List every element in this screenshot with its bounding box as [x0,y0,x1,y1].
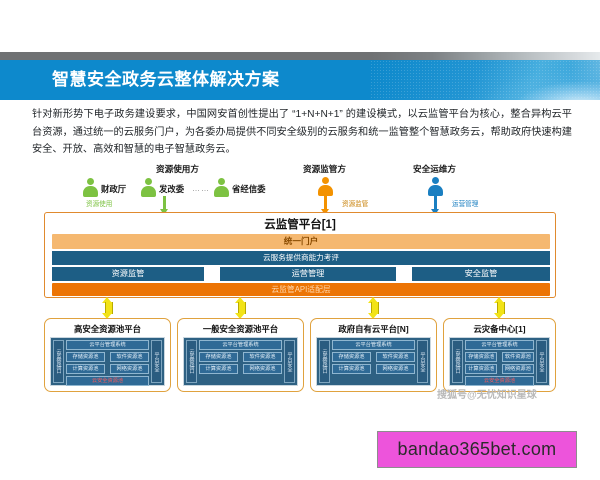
group-title-regulator: 资源监管方 [303,164,346,174]
actor-label-economy: 省经信委 [232,184,266,194]
pool-box-high-security[interactable]: 高安全资源池平台 云监管接口 平台安全 云平台管理系统 存储资源池 软件资源池 … [44,318,171,392]
pool-cell-management: 云平台管理系统 [465,340,534,350]
pool-cell-network: 网络资源池 [110,364,149,374]
watermark-text: 搜狐号@无忧知识星球 [437,390,537,401]
pool-cell-compute: 计算资源池 [66,364,105,374]
page-title: 智慧安全政务云整体解决方案 [52,70,280,89]
person-icon-consumer-2 [141,178,156,197]
person-icon-operator [428,177,443,196]
pool-cell-network: 网络资源池 [243,364,282,374]
pool-box-disaster-recovery[interactable]: 云灾备中心[1] 云监管接口 平台安全 云平台管理系统 存储资源池 软件资源池 … [443,318,556,392]
flow-label-resource-supervision: 资源监管 [342,201,369,208]
person-icon-consumer-3 [214,178,229,197]
flow-label-resource-use: 资源使用 [86,201,113,208]
intro-paragraph: 针对新形势下电子政务建设要求，中国网安首创性提出了 “1+N+N+1” 的建设模… [32,109,572,155]
pool-title: 一般安全资源池平台 [202,324,279,334]
flow-label-operation-management: 运营管理 [452,201,479,208]
pool-box-general-security[interactable]: 一般安全资源池平台 云监管接口 平台安全 云平台管理系统 存储资源池 软件资源池… [177,318,304,392]
pool-cell-network: 网络资源池 [376,364,415,374]
platform-unified-portal-bar[interactable]: 统一门户 [52,234,550,249]
pool-inner: 云监管接口 平台安全 云平台管理系统 存储资源池 软件资源池 计算资源池 网络资… [316,337,431,386]
pool-left-label: 云监管接口 [319,340,330,383]
pool-right-label: 平台安全 [284,340,295,383]
pool-cell-storage: 存储资源池 [332,352,371,362]
pool-cell-storage: 存储资源池 [465,352,498,362]
banner-dot-texture [370,60,600,100]
connector-arrow-pool-3 [368,297,379,319]
pool-right-label: 平台安全 [151,340,162,383]
platform-column-security-supervision[interactable]: 安全监管 [412,267,550,281]
pool-left-label: 云监管接口 [452,340,463,383]
platform-column-operation-management[interactable]: 运营管理 [220,267,396,281]
cloud-supervision-platform: 云监管平台[1] 统一门户 云服务提供商能力考评 资源监管 运营管理 安全监管 … [44,212,556,298]
pool-title: 政府自有云平台[N] [338,324,409,334]
actor-ellipsis: …… [192,184,210,193]
actor-label-ndrc: 发改委 [159,184,185,194]
pool-core: 云平台管理系统 存储资源池 软件资源池 计算资源池 网络资源池 [332,340,415,383]
pool-left-label: 云监管接口 [53,340,64,383]
pool-cell-software: 软件资源池 [501,352,534,362]
pool-cell-management: 云平台管理系统 [66,340,149,350]
pool-left-label: 云监管接口 [186,340,197,383]
connector-arrow-pool-2 [235,297,246,319]
title-banner [0,60,600,100]
pool-cell-management: 云平台管理系统 [332,340,415,350]
pool-cell-network: 网络资源池 [501,364,534,374]
group-title-consumer: 资源使用方 [156,164,199,174]
pool-cell-storage: 存储资源池 [199,352,238,362]
pool-core: 云平台管理系统 存储资源池 软件资源池 计算资源池 网络资源池 云安全资源池 [66,340,149,386]
actor-row: 资源使用方 财政厅 发改委 …… 省经信委 资源使用 资源监管方 资源监管 安全… [0,163,600,218]
connector-arrow-pool-4 [494,297,505,319]
pool-cell-software: 软件资源池 [110,352,149,362]
top-gray-strip [0,52,600,60]
pool-cell-compute: 计算资源池 [332,364,371,374]
group-title-operator: 安全运维方 [413,164,456,174]
pool-cell-management: 云平台管理系统 [199,340,282,350]
platform-provider-evaluation-bar[interactable]: 云服务提供商能力考评 [52,251,550,265]
platform-api-adapter-bar[interactable]: 云监管API适配层 [52,283,550,296]
pool-cell-security-pool: 云安全资源池 [465,376,534,386]
pool-cell-security-pool: 云安全资源池 [66,376,149,386]
pool-cell-compute: 计算资源池 [199,364,238,374]
person-icon-consumer-1 [83,178,98,197]
ad-banner-label: bandao365bet.com [397,439,557,459]
pool-inner: 云监管接口 平台安全 云平台管理系统 存储资源池 软件资源池 计算资源池 网络资… [183,337,298,386]
pool-inner: 云监管接口 平台安全 云平台管理系统 存储资源池 软件资源池 计算资源池 网络资… [449,337,550,386]
person-icon-regulator [318,177,333,196]
pool-cell-software: 软件资源池 [376,352,415,362]
pool-box-government-own-cloud[interactable]: 政府自有云平台[N] 云监管接口 平台安全 云平台管理系统 存储资源池 软件资源… [310,318,437,392]
pool-title: 云灾备中心[1] [473,324,526,334]
pool-title: 高安全资源池平台 [74,324,141,334]
pool-cell-software: 软件资源池 [243,352,282,362]
platform-title: 云监管平台[1] [264,219,336,231]
pool-right-label: 平台安全 [536,340,547,383]
actor-label-finance: 财政厅 [101,184,127,194]
connector-arrow-pool-1 [102,297,113,319]
pool-cell-compute: 计算资源池 [465,364,498,374]
banner-swoosh-graphic [370,60,600,100]
pool-core: 云平台管理系统 存储资源池 软件资源池 计算资源池 网络资源池 [199,340,282,383]
ad-banner[interactable]: bandao365bet.com [377,431,577,468]
pool-core: 云平台管理系统 存储资源池 软件资源池 计算资源池 网络资源池 云安全资源池 [465,340,534,386]
pool-inner: 云监管接口 平台安全 云平台管理系统 存储资源池 软件资源池 计算资源池 网络资… [50,337,165,386]
pool-right-label: 平台安全 [417,340,428,383]
pool-cell-storage: 存储资源池 [66,352,105,362]
platform-column-resource-supervision[interactable]: 资源监管 [52,267,204,281]
